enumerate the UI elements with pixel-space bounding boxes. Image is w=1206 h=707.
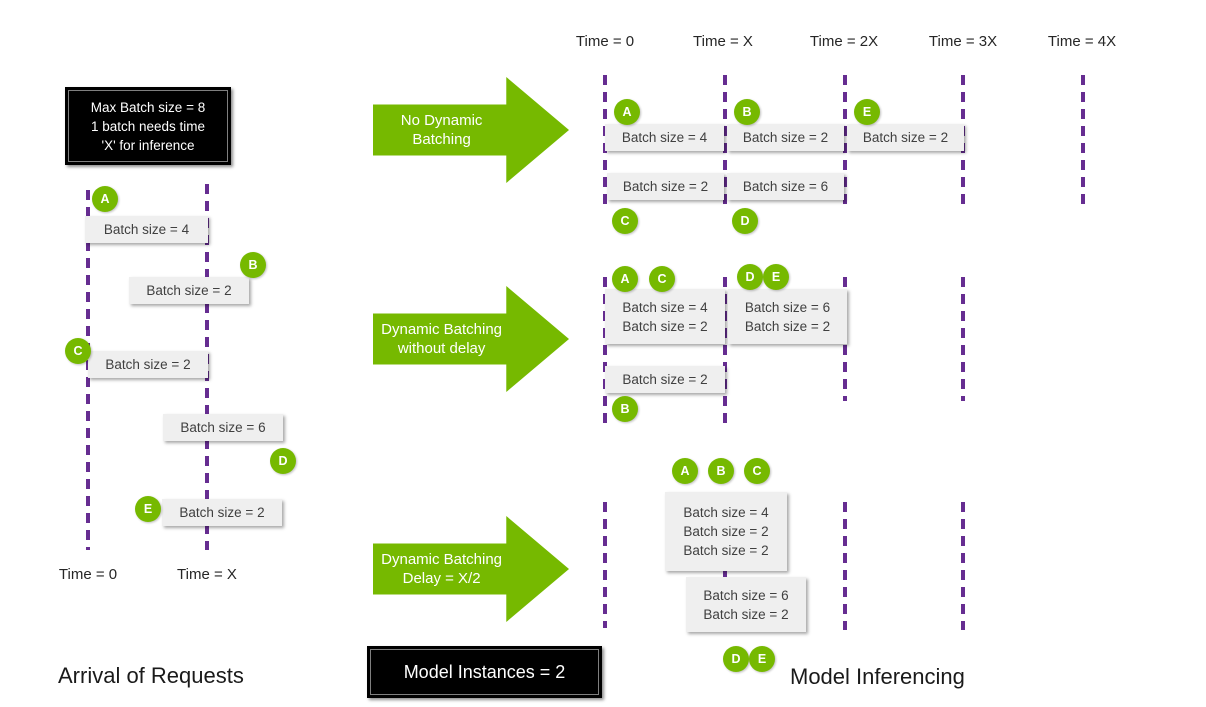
arrow-label-line: Batching xyxy=(412,131,471,148)
request-box-b: Batch size = 2 xyxy=(129,277,249,304)
request-badge-b: B xyxy=(612,396,638,422)
info-line: 1 batch needs time xyxy=(90,118,206,134)
request-badge-b: B xyxy=(734,99,760,125)
request-badge-e: E xyxy=(854,99,880,125)
inference-box-b: Batch size = 2 xyxy=(727,124,844,151)
request-badge-e: E xyxy=(135,496,161,522)
request-badge-a: A xyxy=(92,186,118,212)
arrow-label: Dynamic Batching Delay = X/2 xyxy=(373,516,510,622)
batch-size-label: Batch size = 6 xyxy=(180,420,266,435)
timeline-dash xyxy=(1081,75,1085,205)
request-badge-c: C xyxy=(744,458,770,484)
batch-size-label: Batch size = 4 xyxy=(622,299,708,315)
arrow-label: No Dynamic Batching xyxy=(373,77,510,183)
time-label-left-x: Time = X xyxy=(177,566,237,583)
request-badge-e: E xyxy=(763,264,789,290)
request-box-c: Batch size = 2 xyxy=(88,351,208,378)
request-box-e: Batch size = 2 xyxy=(162,499,282,526)
batch-size-label: Batch size = 2 xyxy=(683,543,769,558)
inference-box-d: Batch size = 6 xyxy=(727,173,844,200)
inference-box-e: Batch size = 2 xyxy=(847,124,964,151)
info-line: 'X' for inference xyxy=(101,137,195,153)
batch-size-label: Batch size = 4 xyxy=(621,130,708,145)
request-badge-a: A xyxy=(614,99,640,125)
request-badge-a: A xyxy=(612,266,638,292)
request-badge-d: D xyxy=(737,264,763,290)
model-instances-label: Model Instances = 2 xyxy=(403,661,566,682)
batch-size-label: Batch size = 2 xyxy=(683,524,769,539)
arrow-label-line: Dynamic Batching xyxy=(381,551,503,568)
request-badge-e: E xyxy=(749,646,775,672)
batch-size-label: Batch size = 6 xyxy=(744,299,831,315)
batch-size-label: Batch size = 6 xyxy=(742,179,829,194)
arrival-title: Arrival of Requests xyxy=(58,663,244,688)
arrow-no-dynamic-batching: No Dynamic Batching xyxy=(373,77,569,183)
model-instances-box: Model Instances = 2 xyxy=(367,646,602,698)
batch-size-label: Batch size = 2 xyxy=(622,318,708,334)
time-label-4x: Time = 4X xyxy=(1047,33,1117,50)
timeline-dash xyxy=(961,277,965,401)
inferencing-title: Model Inferencing xyxy=(790,664,965,689)
inference-box-b: Batch size = 2 xyxy=(605,366,725,393)
request-badge-c: C xyxy=(612,208,638,234)
timeline-dash xyxy=(843,502,847,630)
inference-box-ac: Batch size = 4 Batch size = 2 xyxy=(605,289,725,344)
batch-size-label: Batch size = 4 xyxy=(103,222,190,237)
arrow-label: Dynamic Batching without delay xyxy=(373,286,510,392)
inference-box-de: Batch size = 6 Batch size = 2 xyxy=(686,577,806,632)
inference-box-de: Batch size = 6 Batch size = 2 xyxy=(728,289,847,344)
request-badge-d: D xyxy=(723,646,749,672)
request-badge-c: C xyxy=(649,266,675,292)
batch-size-label: Batch size = 2 xyxy=(862,130,949,145)
batch-size-label: Batch size = 2 xyxy=(622,372,708,387)
request-badge-b: B xyxy=(708,458,734,484)
info-line: Max Batch size = 8 xyxy=(90,99,206,115)
arrow-dynamic-batching-delay: Dynamic Batching Delay = X/2 xyxy=(373,516,569,622)
arrow-dynamic-batching-no-delay: Dynamic Batching without delay xyxy=(373,286,569,392)
request-badge-c: C xyxy=(65,338,91,364)
batch-size-label: Batch size = 2 xyxy=(703,606,789,622)
time-label-x: Time = X xyxy=(693,33,753,50)
batch-size-label: Batch size = 4 xyxy=(683,505,769,520)
arrow-label-line: No Dynamic xyxy=(400,112,483,129)
timeline-dash xyxy=(843,75,847,207)
request-badge-a: A xyxy=(672,458,698,484)
batch-size-label: Batch size = 2 xyxy=(179,505,265,520)
timeline-dash xyxy=(603,277,607,425)
request-box-d: Batch size = 6 xyxy=(163,414,283,441)
max-batch-info-box: Max Batch size = 8 1 batch needs time 'X… xyxy=(65,87,231,165)
batch-size-label: Batch size = 2 xyxy=(622,179,709,194)
time-label-3x: Time = 3X xyxy=(928,33,998,50)
batch-size-label: Batch size = 2 xyxy=(742,130,829,145)
batch-size-label: Batch size = 2 xyxy=(105,357,191,372)
time-label-2x: Time = 2X xyxy=(809,33,879,50)
arrow-label-line: Dynamic Batching xyxy=(381,321,503,338)
inference-box-a: Batch size = 4 xyxy=(605,124,724,151)
inference-box-c: Batch size = 2 xyxy=(607,173,724,200)
request-box-a: Batch size = 4 xyxy=(85,216,208,243)
inference-box-abc: Batch size = 4 Batch size = 2 Batch size… xyxy=(665,492,787,571)
request-badge-d: D xyxy=(732,208,758,234)
timeline-dash xyxy=(723,75,727,207)
batch-size-label: Batch size = 2 xyxy=(744,318,831,334)
arrow-label-line: without delay xyxy=(397,340,486,357)
timeline-dash xyxy=(723,277,727,425)
batch-size-label: Batch size = 2 xyxy=(146,283,232,298)
arrow-label-line: Delay = X/2 xyxy=(402,570,481,587)
timeline-dash xyxy=(961,502,965,630)
time-label-left-0: Time = 0 xyxy=(58,566,118,583)
time-label-0: Time = 0 xyxy=(575,33,635,50)
request-badge-d: D xyxy=(270,448,296,474)
timeline-dash xyxy=(603,502,607,628)
batch-size-label: Batch size = 6 xyxy=(703,587,789,603)
request-badge-b: B xyxy=(240,252,266,278)
